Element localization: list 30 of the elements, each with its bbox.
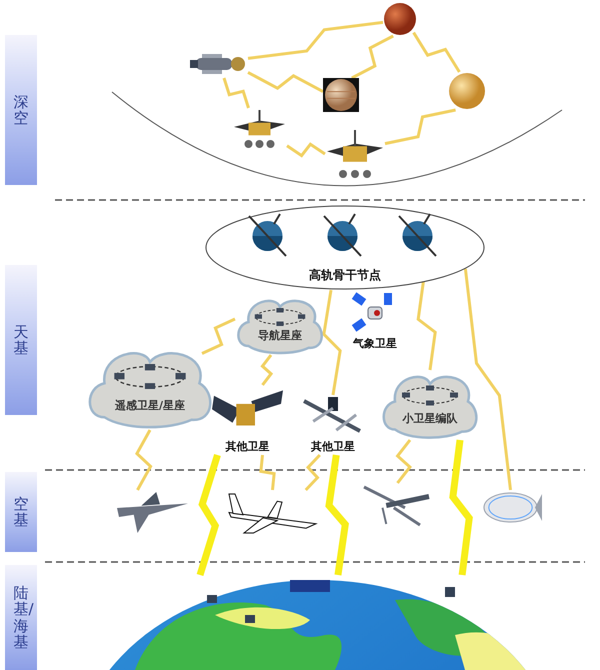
lightning-link <box>259 454 276 490</box>
layer-band: 深空 <box>5 35 37 185</box>
layer-band: 空基 <box>5 472 37 552</box>
lightning-link <box>322 290 342 396</box>
lightning-link <box>222 78 250 108</box>
lightning-link <box>325 454 349 576</box>
lightning-link <box>201 318 236 355</box>
lightning-link <box>286 142 326 158</box>
lightning-link <box>396 439 412 484</box>
lightning-link <box>464 268 512 490</box>
satellite-label: 其他卫星 <box>311 439 355 455</box>
cloud-label: 导航星座 <box>257 328 303 344</box>
lightning-link <box>135 429 152 491</box>
lightning-link <box>260 354 274 386</box>
lightning-link <box>304 454 321 492</box>
layer-band: 天基 <box>5 265 37 415</box>
lightning-link <box>412 32 461 73</box>
group-label: 高轨骨干节点 <box>308 267 382 284</box>
lightning-link <box>416 281 437 370</box>
cloud-label: 小卫星编队 <box>401 410 458 427</box>
satellite-label: 气象卫星 <box>353 336 397 352</box>
layer-band: 陆基/海基 <box>5 565 37 670</box>
lightning-link <box>351 34 394 80</box>
lightning-link <box>449 440 473 576</box>
lightning-link <box>384 108 456 146</box>
lightning-link <box>196 454 221 576</box>
lightning-link <box>247 71 324 93</box>
satellite-label: 其他卫星 <box>226 439 270 455</box>
cloud-label: 遥感卫星/星座 <box>114 398 186 414</box>
lightning-link <box>248 20 384 60</box>
